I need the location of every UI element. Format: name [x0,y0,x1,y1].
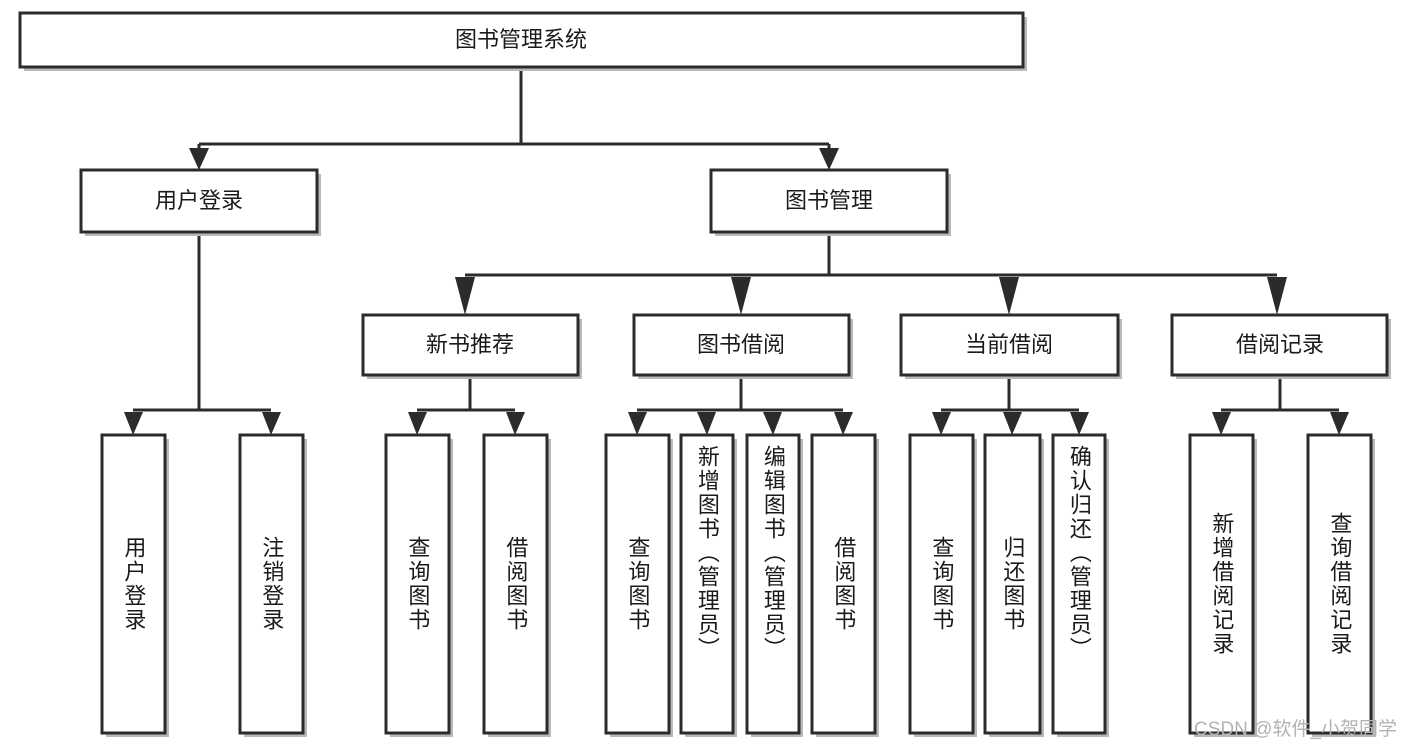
arrow-currentborrow-leaf-2 [1003,412,1022,435]
leaf-node[interactable] [1051,433,1109,737]
new-book-recommend-box[interactable] [361,313,580,377]
leaf-box-query-book-2[interactable] [604,433,671,735]
arrow-to-leaf-logout [262,412,281,435]
new-book-recommend-label: 新书推荐 [426,332,514,357]
node-new-book-recommend[interactable]: 新书推荐 [361,313,582,379]
leaf-node[interactable] [384,433,453,737]
arrow-bookborrow-leaf-4 [834,412,853,435]
leaf-node[interactable] [604,433,673,737]
node-borrow-record[interactable]: 借阅记录 [1170,313,1391,379]
leaf-box-return-book[interactable] [983,433,1042,735]
leaf-box-confirm-return[interactable] [1051,433,1107,735]
leaf-box-borrow-book-1[interactable] [482,433,549,735]
arrow-bookborrow-leaf-2 [697,412,716,435]
leaf-box-user-login[interactable] [100,433,167,735]
connector-layer [124,67,1349,435]
leaf-box-logout[interactable] [238,433,305,735]
leaf-node[interactable] [983,433,1044,737]
book-management-box[interactable] [709,168,949,234]
book-borrow-box[interactable] [632,313,851,377]
leaf-node[interactable] [810,433,879,737]
leaf-layer [100,433,1375,737]
leaf-node[interactable] [482,433,551,737]
leaf-node[interactable] [1188,433,1257,737]
leaf-node[interactable] [745,433,803,737]
leaf-box-query-book-1[interactable] [384,433,451,735]
leaf-box-query-borrow-record[interactable] [1306,433,1373,735]
leaf-node[interactable] [908,433,977,737]
node-user-login[interactable]: 用户登录 [79,168,321,236]
root-label: 图书管理系统 [455,27,587,52]
book-management-label: 图书管理 [785,188,873,213]
arrow-currentborrow-leaf-3 [1070,412,1089,435]
arrow-newbook-leaf-1 [408,412,427,435]
node-book-management[interactable]: 图书管理 [709,168,951,236]
leaf-box-edit-book[interactable] [745,433,801,735]
arrow-to-book-borrow [731,277,751,315]
arrow-to-leaf-user-login [124,412,143,435]
leaf-node[interactable] [679,433,737,737]
node-current-borrow[interactable]: 当前借阅 [899,313,1122,379]
arrow-to-user-login [189,148,209,170]
arrow-to-current-borrow [999,277,1019,315]
arrow-to-new-book-rec [455,277,475,315]
leaf-box-borrow-book-2[interactable] [810,433,877,735]
node-root[interactable]: 图书管理系统 [18,11,1027,71]
node-book-borrow[interactable]: 图书借阅 [632,313,853,379]
book-borrow-label: 图书借阅 [697,332,785,357]
arrow-newbook-leaf-2 [506,412,525,435]
arrow-borrowrecord-leaf-1 [1212,412,1231,435]
arrow-borrowrecord-leaf-2 [1330,412,1349,435]
arrow-currentborrow-leaf-1 [932,412,951,435]
leaf-box-add-book[interactable] [679,433,735,735]
borrow-record-box[interactable] [1170,313,1389,377]
arrow-to-borrow-record [1267,277,1287,315]
current-borrow-box[interactable] [899,313,1120,377]
current-borrow-label: 当前借阅 [965,332,1053,357]
leaf-box-query-book-3[interactable] [908,433,975,735]
leaf-node[interactable] [100,433,169,737]
leaf-node[interactable] [1306,433,1375,737]
root-box[interactable] [18,11,1025,69]
user-login-label: 用户登录 [155,188,243,213]
borrow-record-label: 借阅记录 [1236,332,1324,357]
leaf-node[interactable] [238,433,307,737]
leaf-box-add-borrow-record[interactable] [1188,433,1255,735]
arrow-bookborrow-leaf-1 [628,412,647,435]
arrow-to-book-manage [819,148,839,170]
arrow-bookborrow-leaf-3 [763,412,782,435]
user-login-box[interactable] [79,168,319,234]
